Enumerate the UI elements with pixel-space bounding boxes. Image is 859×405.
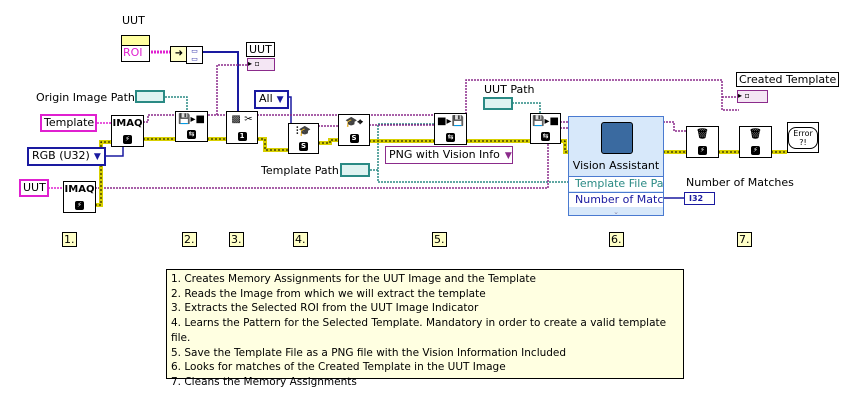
uut-path-control[interactable] (483, 97, 513, 110)
origin-image-path-control[interactable] (135, 90, 165, 103)
read-file-node[interactable]: 💾▸■⇆ (175, 111, 208, 142)
origin-image-path-label: Origin Image Path (36, 91, 135, 104)
origin-path-wire (165, 96, 188, 111)
extract-icon: ▩ ✂ (231, 114, 253, 125)
write-template-node[interactable]: 🎓⌖S (338, 114, 370, 146)
trash-icon: 🗑 (749, 129, 762, 140)
vision-assistant-title: Vision Assistant (572, 159, 660, 172)
read-file-icon: 💾▸■ (178, 114, 205, 125)
create-icon: ⚡ (75, 201, 84, 210)
dropdown-arrow-icon: ▼ (504, 151, 512, 161)
imaq-create-uut-node[interactable]: IMAQ ⚡ (63, 181, 96, 213)
dropdown-arrow-icon: ▼ (276, 95, 284, 105)
learn-icon: ⫶🎓 (296, 126, 311, 137)
expand-chevron-icon[interactable]: ⌄ (613, 208, 619, 216)
roi-owner-label: UUT (122, 14, 145, 27)
error-handler-node[interactable]: Error ?! (787, 122, 819, 153)
bundle-node-icon[interactable]: ▭▭ (186, 46, 203, 64)
uut-image-indicator[interactable]: ▸ ▫ (247, 58, 275, 71)
created-template-label: Created Template (736, 72, 840, 87)
step-label: 1. (62, 232, 77, 247)
uut-path-label: UUT Path (484, 83, 535, 96)
note-line: 1. Creates Memory Assignments for the UU… (171, 273, 536, 285)
roi-value: ROI (123, 46, 143, 59)
imaq-label: IMAQ (64, 184, 95, 195)
all-enum-value: All (259, 92, 273, 105)
step-label: 3. (229, 232, 244, 247)
write-file-icon: ■▸💾 (437, 116, 464, 127)
step-label: 5. (432, 232, 447, 247)
template-path-control[interactable] (340, 163, 370, 177)
roi-constant[interactable]: ROI (121, 35, 150, 62)
step-label: 2. (182, 232, 197, 247)
template-name-constant[interactable]: Template (40, 114, 97, 132)
vision-assistant-node[interactable]: Vision Assistant Template File Pa Number… (568, 116, 664, 216)
uut-path-wire (512, 102, 541, 113)
dropdown-arrow-icon: ▼ (93, 152, 101, 162)
roi-wire (186, 51, 239, 111)
file-type-value: PNG with Vision Info (389, 148, 500, 161)
step-label: 7. (737, 232, 752, 247)
read-file-icon: 💾▸■ (532, 116, 559, 127)
template-path-label: Template Path (261, 164, 339, 177)
create-icon: ⚡ (123, 135, 132, 144)
note-line: 6. Looks for matches of the Created Temp… (171, 361, 506, 374)
extract-roi-node[interactable]: ▩ ✂1 (226, 111, 258, 144)
write-file-node[interactable]: ■▸💾⇆ (434, 113, 467, 145)
number-of-matches-indicator[interactable]: I32 (684, 192, 715, 205)
read-uut-file-node[interactable]: 💾▸■⇆ (530, 113, 561, 144)
note-line: 7. Cleans the Memory Assignments (171, 375, 357, 388)
note-line: 2. Reads the Image from which we will ex… (171, 287, 486, 300)
vision-assistant-icon (601, 122, 633, 154)
notes-box: 1. Creates Memory Assignments for the UU… (166, 269, 684, 388)
imaq-label: IMAQ (112, 118, 143, 129)
all-enum[interactable]: All▼ (254, 90, 289, 109)
step-label: 4. (293, 232, 308, 247)
uut-indicator-label: UUT (246, 42, 275, 57)
template-path-wire (370, 123, 568, 183)
file-type-enum[interactable]: PNG with Vision Info ▼ (385, 146, 513, 164)
note-line: 4. Learns the Pattern for the Selected T… (171, 317, 667, 344)
error-handler-icon: Error ?! (788, 126, 818, 149)
image-type-value: RGB (U32) (32, 149, 90, 162)
imaq-create-template-node[interactable]: IMAQ ⚡ (111, 115, 144, 147)
number-of-matches-label: Number of Matches (686, 176, 794, 189)
note-line: 3. Extracts the Selected ROI from the UU… (171, 302, 479, 315)
graduate-icon: 🎓⌖ (344, 117, 364, 128)
number-of-matches-output[interactable]: Number of Matc (569, 192, 663, 207)
image-type-enum[interactable]: RGB (U32)▼ (27, 147, 106, 166)
note-line: 5. Save the Template File as a PNG file … (171, 346, 567, 359)
dispose-template-node[interactable]: 🗑⚡ (686, 126, 719, 158)
uut-name-constant[interactable]: UUT (19, 179, 49, 197)
created-template-indicator[interactable]: ▸ ▫ (737, 90, 768, 103)
dispose-uut-node[interactable]: 🗑⚡ (739, 126, 772, 158)
trash-icon: 🗑 (696, 129, 709, 140)
step-label: 6. (609, 232, 624, 247)
learn-pattern-node[interactable]: ⫶🎓S (288, 123, 319, 154)
template-file-path-input[interactable]: Template File Pa (569, 176, 663, 191)
